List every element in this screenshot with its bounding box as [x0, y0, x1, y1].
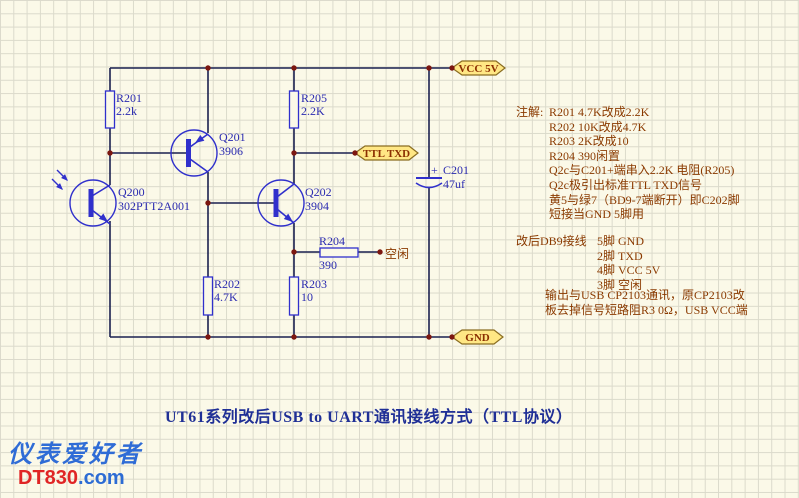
junction-dot: [426, 65, 432, 71]
notes-lines: R201 4.7K改成2.2K R202 10K改成4.7K R203 2K改成…: [549, 105, 740, 222]
note-line: R202 10K改成4.7K: [549, 119, 647, 134]
notes-heading: 注解:: [516, 105, 544, 119]
watermark-site: DT830.com: [18, 468, 143, 488]
watermark-suffix: .com: [78, 467, 125, 489]
db9-pin: 5脚 GND: [597, 234, 644, 248]
junction-dot: [291, 150, 297, 156]
resistor-r204-body: [319, 247, 359, 258]
light-arrow-1-head: [61, 174, 68, 181]
resistor-r203-value: 10: [301, 290, 313, 304]
note-line: 黄5与绿7（BD9-7端断开）即C202脚: [549, 192, 740, 207]
transistor-q201: [170, 129, 218, 177]
transistor-q202-ref: Q202: [305, 185, 332, 199]
net-flag-vcc: VCC 5V: [450, 60, 506, 76]
resistor-r201: R201 2.2k: [104, 90, 142, 129]
circuit-wires: [109, 67, 452, 338]
db9-pin-list: 5脚 GND 2脚 TXD 4脚 VCC 5V 3脚 空闲: [597, 234, 660, 292]
resistor-r202: R202 4.7K: [202, 276, 240, 316]
net-flag-gnd-label: GND: [465, 332, 490, 344]
net-flag-gnd-shape: [450, 329, 504, 345]
transistor-q200-emitter-arrow: [98, 213, 108, 222]
transistor-q202: [257, 179, 305, 227]
junction-dot: [377, 249, 383, 255]
resistor-r205-body: [288, 90, 300, 129]
transistor-q200-collector: [91, 184, 111, 197]
resistor-r202-body: [202, 276, 214, 316]
transistor-q202-circle: [257, 179, 305, 227]
watermark-brand: DT830: [18, 467, 79, 489]
resistor-r203-ref: R203: [301, 277, 327, 291]
light-arrow-2-head: [56, 183, 63, 190]
resistor-r204-value: 390: [319, 258, 337, 272]
light-input-arrows: [51, 169, 68, 190]
junction-dots: [107, 65, 455, 340]
junction-dot: [449, 65, 455, 71]
net-flag-vcc-shape: [450, 60, 506, 76]
resistor-r202-ref: R202: [214, 277, 240, 291]
db9-footer-line: 板去掉信号短路阻R3 0Ω，USB VCC端: [545, 302, 748, 317]
note-line: 短接当GND 5脚用: [549, 207, 644, 222]
transistor-q201-emitter-arrow: [195, 134, 205, 143]
transistor-q201-circle: [170, 129, 218, 177]
junction-dot: [107, 150, 113, 156]
transistor-q200: [51, 169, 117, 227]
junction-dot: [449, 334, 455, 340]
transistor-q200-ref: Q200: [118, 185, 145, 199]
resistor-r202-value: 4.7K: [214, 290, 238, 304]
junction-dot: [291, 334, 297, 340]
junction-dot: [426, 334, 432, 340]
resistor-r205: R205 2.2K: [288, 90, 327, 129]
db9-footer-line: 输出与USB CP2103通讯，原CP2103改: [545, 288, 745, 302]
resistor-r205-ref: R205: [301, 91, 327, 105]
transistor-q201-collector: [189, 158, 209, 173]
note-line: R203 2K改成10: [549, 134, 629, 149]
junction-dot: [205, 334, 211, 340]
transistor-q202-collector: [276, 183, 295, 198]
junction-dot: [205, 200, 211, 206]
transistor-q202-emitter-arrow: [283, 213, 293, 222]
net-flag-ttl-txd-label: TTL TXD: [363, 148, 410, 160]
schematic-caption: UT61系列改后USB to UART通讯接线方式（TTL协议）: [165, 409, 573, 426]
junction-dot: [291, 65, 297, 71]
resistor-r204-ref: R204: [319, 234, 345, 248]
transistor-q202-value: 3904: [305, 199, 329, 213]
transistor-q201-ref: Q201: [219, 130, 246, 144]
junction-dot: [205, 65, 211, 71]
resistor-r203-body: [288, 276, 300, 316]
resistor-r201-value: 2.2k: [116, 104, 137, 118]
resistor-r204: R204 390: [319, 234, 359, 272]
note-line: Q2c极引出标准TTL TXD信号: [549, 177, 702, 192]
note-line: R204 390闲置: [549, 148, 621, 163]
capacitor-c201-ref: C201: [443, 163, 469, 177]
net-label-idle: 空闲: [385, 247, 409, 261]
junction-dot: [291, 249, 297, 255]
capacitor-c201-plate-bottom: [415, 182, 443, 189]
watermark: 仪表爱好者 DT830.com: [8, 442, 143, 488]
capacitor-c201-value: 47uf: [443, 177, 465, 191]
net-flag-vcc-label: VCC 5V: [458, 63, 498, 75]
note-line: Q2c与C201+端串入2.2K 电阻(R205): [549, 163, 735, 178]
resistor-r201-body: [104, 90, 116, 129]
resistor-r205-value: 2.2K: [301, 104, 325, 118]
net-flag-gnd: GND: [450, 329, 504, 345]
watermark-chinese: 仪表爱好者: [8, 442, 143, 468]
db9-heading: 改后DB9接线: [516, 234, 587, 248]
resistor-r203: R203 10: [288, 276, 327, 316]
transistor-q200-value: 302PTT2A001: [118, 199, 190, 213]
resistor-r201-ref: R201: [116, 91, 142, 105]
db9-pin: 3脚 空闲: [597, 277, 643, 292]
transistor-q201-value: 3906: [219, 144, 243, 158]
junction-dot: [352, 150, 358, 156]
net-flag-ttl-txd: TTL TXD: [353, 145, 419, 161]
net-flag-ttl-txd-shape: [353, 145, 419, 161]
note-line: R201 4.7K改成2.2K: [549, 105, 650, 119]
capacitor-c201-polarity: +: [431, 163, 438, 177]
db9-pin: 2脚 TXD: [597, 248, 643, 263]
db9-pin: 4脚 VCC 5V: [597, 263, 661, 278]
transistor-q200-circle: [69, 179, 117, 227]
capacitor-c201: + C201 47uf: [415, 163, 469, 191]
db9-footer: 输出与USB CP2103通讯，原CP2103改 板去掉信号短路阻R3 0Ω，U…: [545, 288, 748, 317]
